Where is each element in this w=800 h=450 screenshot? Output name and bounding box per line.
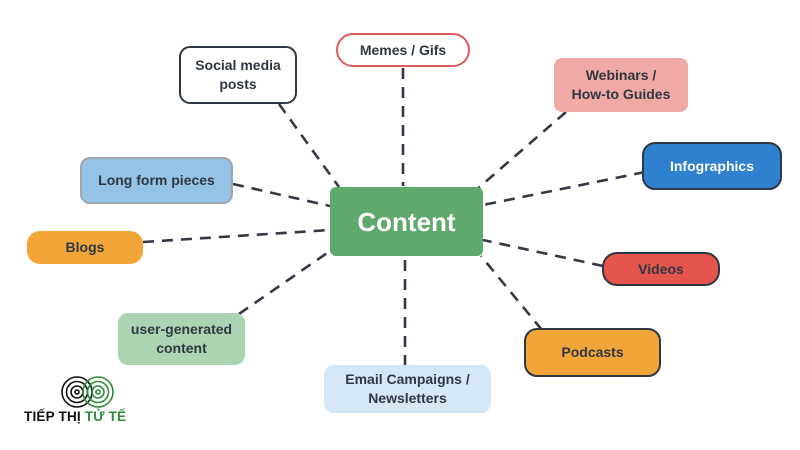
- node-videos: Videos: [602, 252, 720, 286]
- node-podcasts: Podcasts: [524, 328, 661, 377]
- edge-webinars: [475, 111, 567, 191]
- brand-name: TIẾP THỊ TỬ TẾ: [24, 409, 126, 424]
- brand-name-accent: TỬ TẾ: [84, 409, 127, 424]
- node-memes-gifs: Memes / Gifs: [336, 33, 470, 67]
- edge-videos: [482, 238, 604, 268]
- node-user-generated-content: user-generated content: [118, 313, 245, 365]
- central-node-content: Content: [330, 187, 483, 256]
- edge-ugc: [238, 249, 331, 316]
- concentric-circles-icon: [61, 376, 114, 408]
- brand-name-dark: TIẾP THỊ: [24, 409, 85, 424]
- node-blogs: Blogs: [27, 231, 143, 264]
- node-email-campaigns: Email Campaigns / Newsletters: [324, 365, 491, 413]
- node-long-form-pieces: Long form pieces: [80, 157, 233, 204]
- edge-podcasts: [479, 255, 544, 331]
- edge-longform: [232, 182, 331, 208]
- node-webinars-guides: Webinars / How-to Guides: [554, 58, 688, 112]
- node-infographics: Infographics: [642, 142, 782, 190]
- edge-social: [277, 103, 341, 188]
- edge-infographics: [482, 170, 646, 207]
- edge-blogs: [142, 228, 331, 244]
- brand-logo: TIẾP THỊ TỬ TẾ: [24, 375, 154, 435]
- node-social-media-posts: Social media posts: [179, 46, 297, 104]
